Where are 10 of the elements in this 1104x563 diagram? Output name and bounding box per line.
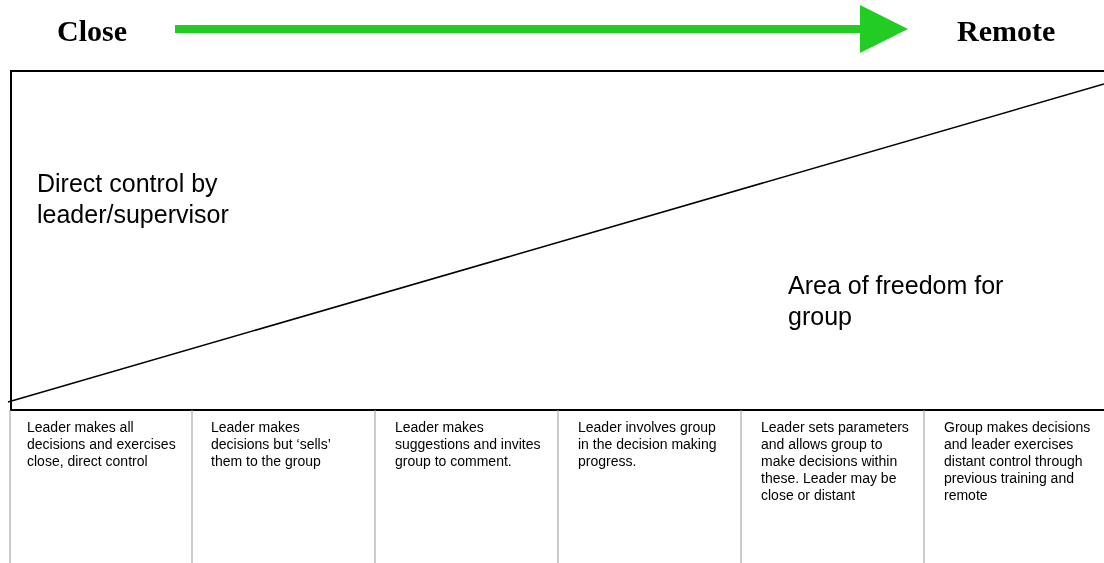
area-label: Direct control by leader/supervisor	[37, 168, 230, 230]
scale-end-label: Remote	[957, 14, 1056, 48]
table-cell-text: Group makes decisions and leader exercises distant control through previous training and remote	[944, 419, 1092, 504]
table-cell-text: Leader makes suggestions and invites group to comment.	[395, 419, 542, 470]
table-cell-text: Leader makes all decisions and exercises close, direct control	[27, 419, 177, 470]
area-label: Area of freedom for group	[788, 270, 1005, 332]
scale-end-label: Close	[57, 14, 127, 48]
table-cell-text: Leader sets parameters and allows group to make decisions within these. Leader may be close or distant	[761, 419, 910, 504]
table-cell-text: Leader involves group in the decision making progress.	[578, 419, 718, 470]
table-cell-text: Leader makes decisions but ‘sells’ them to the group	[211, 419, 332, 470]
